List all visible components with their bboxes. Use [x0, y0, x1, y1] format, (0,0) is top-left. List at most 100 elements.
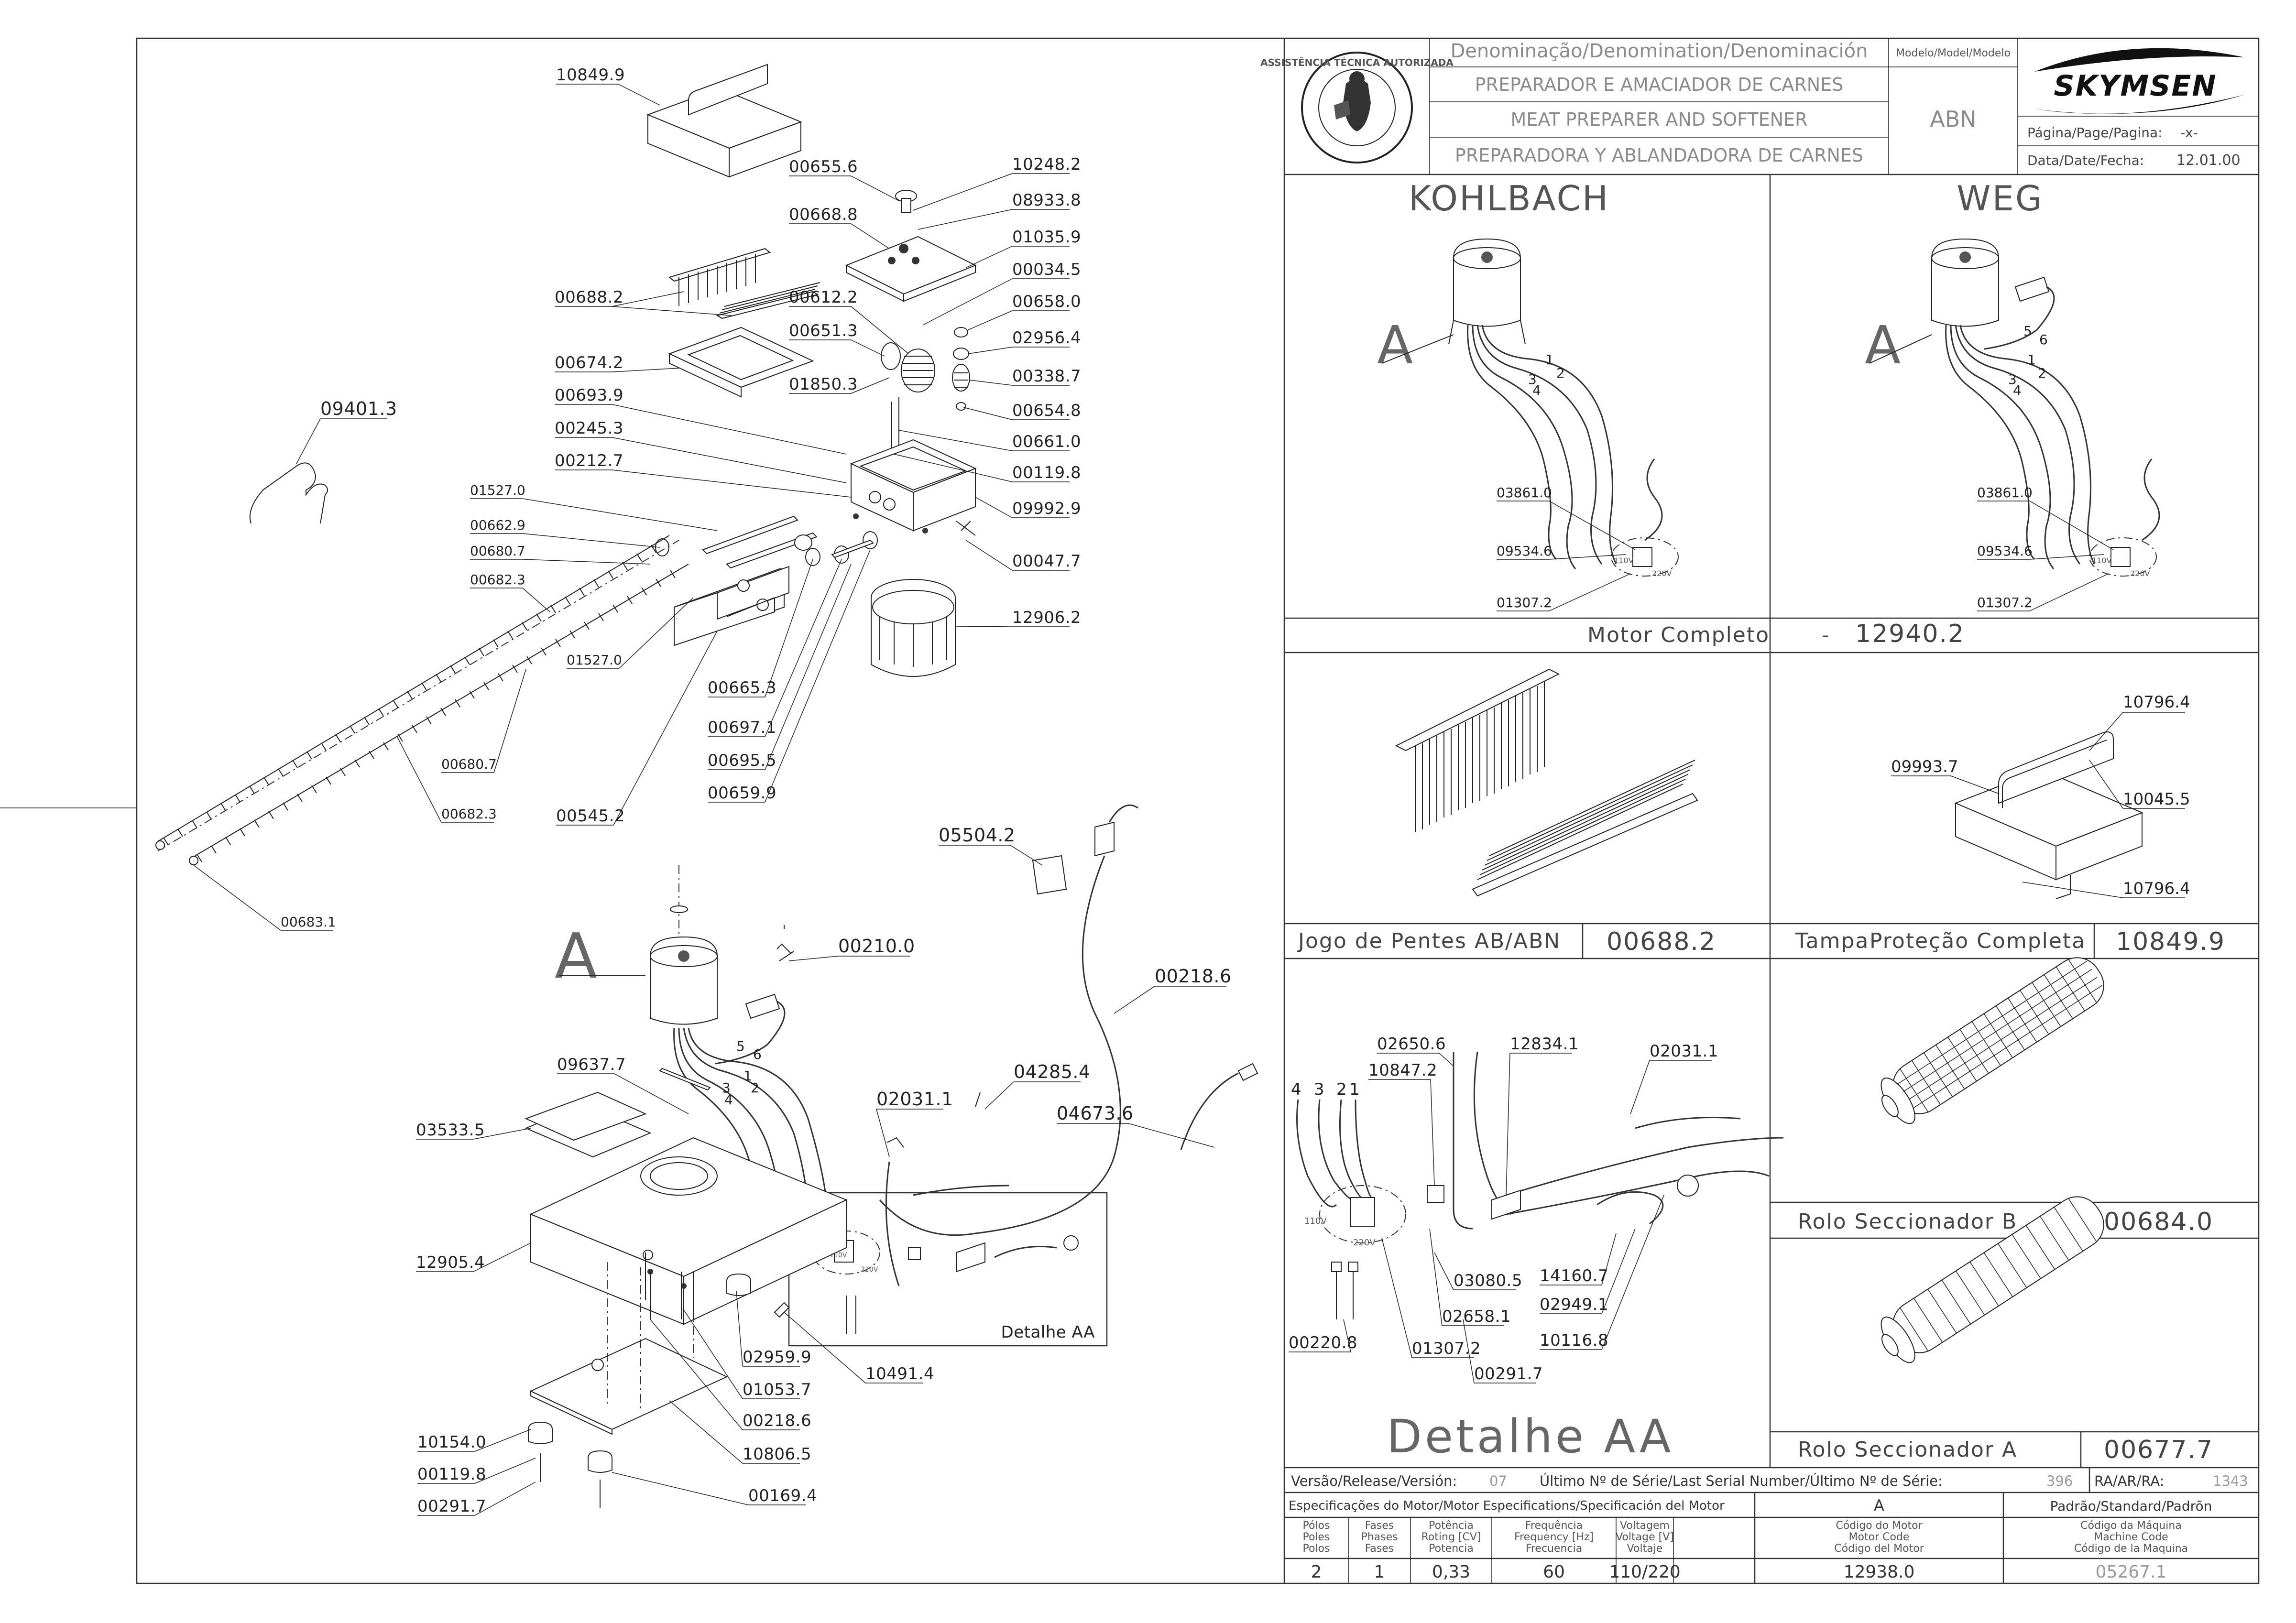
- weg-part-01307: 01307.2: [1977, 595, 2033, 610]
- svg-text:Fases: Fases: [1365, 1520, 1394, 1532]
- svg-text:00688.2: 00688.2: [555, 288, 623, 307]
- kohlbach-wire-3: 3: [1528, 371, 1537, 387]
- svg-text:00695.5: 00695.5: [708, 751, 776, 770]
- svg-text:Frequência: Frequência: [1525, 1520, 1583, 1532]
- callout-09992-9: 09992.9: [975, 497, 1081, 518]
- callout-00210-0: 00210.0: [788, 936, 915, 961]
- callout-00688-2: 00688.2: [555, 288, 732, 316]
- svg-text:2: 2: [1336, 1080, 1347, 1099]
- cover-part-10796-top: 10796.4: [2123, 693, 2190, 712]
- svg-text:3: 3: [1314, 1080, 1324, 1099]
- power-cord: [879, 804, 1258, 1236]
- svg-text:4: 4: [724, 1092, 733, 1108]
- svg-text:00047.7: 00047.7: [1012, 552, 1081, 571]
- motor-panel-weg: WEG A 5 6 1 2 3 4 110V 220V 03861.0 0953…: [1865, 178, 2160, 611]
- ra-label: RA/AR/RA:: [2094, 1473, 2164, 1489]
- svg-text:02959.9: 02959.9: [743, 1348, 811, 1367]
- base-plate: [529, 1253, 728, 1435]
- roller-a-label: Rolo Seccionador A: [1798, 1438, 2017, 1462]
- callout-04285-4: 04285.4: [984, 1061, 1090, 1110]
- authorized-service-seal: ASSISTÊNCIA TÉCNICA AUTORIZADA: [1260, 52, 1454, 163]
- svg-text:00658.0: 00658.0: [1012, 292, 1081, 311]
- cover-label-2: Proteção Completa: [1870, 929, 2086, 953]
- cutter-chain-lower: [189, 564, 689, 865]
- svg-text:00665.3: 00665.3: [708, 678, 776, 697]
- callout-01527-0-mid: 01527.0: [567, 597, 694, 669]
- kohlbach-part-03861: 03861.0: [1497, 485, 1552, 501]
- callout-00659-9: 00659.9: [708, 549, 871, 803]
- svg-text:220V: 220V: [2130, 569, 2150, 578]
- detail-box: Detalhe AA 110V 220V: [788, 1161, 1108, 1347]
- detail-part-02658: 02658.1: [1442, 1307, 1511, 1326]
- callout-00119-8-base: 00119.8: [417, 1458, 536, 1484]
- roller-a-panel: Rolo Seccionador A 00677.7: [1798, 1196, 2212, 1464]
- svg-text:220V: 220V: [1353, 1238, 1376, 1248]
- misc-parts: [525, 925, 981, 1318]
- svg-text:10849.9: 10849.9: [556, 65, 625, 85]
- svg-text:00655.6: 00655.6: [789, 157, 858, 176]
- svg-text:01850.3: 01850.3: [789, 375, 858, 394]
- svg-text:Voltaje: Voltaje: [1627, 1543, 1663, 1555]
- weg-wire-3: 3: [2008, 371, 2017, 387]
- detail-part-01307: 01307.2: [1412, 1339, 1481, 1358]
- sheet-border: [136, 37, 2260, 1584]
- svg-text:110V: 110V: [1304, 1216, 1327, 1226]
- svg-text:00212.7: 00212.7: [555, 451, 623, 470]
- callout-00683-1: 00683.1: [193, 865, 336, 931]
- svg-text:00662.9: 00662.9: [470, 517, 525, 533]
- callout-00651-3: 00651.3: [789, 321, 885, 357]
- kohlbach-label-a: A: [1377, 315, 1416, 376]
- weg-title: WEG: [1957, 178, 2043, 218]
- product-name-en: MEAT PREPARER AND SOFTENER: [1511, 109, 1808, 130]
- callout-00545-2: 00545.2: [556, 631, 718, 826]
- svg-text:02031.1: 02031.1: [876, 1089, 953, 1110]
- callout-00612-2: 00612.2: [789, 288, 909, 354]
- combs-label: Jogo de Pentes AB/ABN: [1297, 929, 1561, 953]
- svg-text:01527.0: 01527.0: [470, 482, 525, 498]
- detail-box-label: Detalhe AA: [1001, 1323, 1095, 1342]
- cover-guard: [646, 64, 802, 178]
- kohlbach-title: KOHLBACH: [1409, 178, 1609, 218]
- callout-00034-5: 00034.5: [922, 260, 1081, 326]
- weg-label-a: A: [1865, 315, 1903, 376]
- callout-03533-5: 03533.5: [416, 1121, 531, 1140]
- callout-04673-6: 04673.6: [1057, 1103, 1215, 1148]
- svg-text:110V: 110V: [1614, 556, 1634, 565]
- svg-text:00612.2: 00612.2: [789, 288, 858, 307]
- spec-header-voltage: Voltagem Voltage [V] Voltaje: [1616, 1520, 1674, 1555]
- callout-00338-7: 00338.7: [969, 367, 1081, 386]
- weg-motor: [1931, 238, 2055, 350]
- roller-b-drawing: [1881, 957, 2104, 1124]
- callout-01527-0-top: 01527.0: [470, 482, 718, 531]
- svg-text:03533.5: 03533.5: [416, 1121, 485, 1140]
- weg-part-09534: 09534.6: [1977, 543, 2033, 559]
- callout-12906-2: 12906.2: [956, 608, 1081, 627]
- wire-hanger: [249, 462, 328, 524]
- svg-text:Polos: Polos: [1303, 1543, 1330, 1555]
- svg-text:Frequency [Hz]: Frequency [Hz]: [1514, 1531, 1594, 1543]
- motor-complete-row: Motor Completo - 12940.2: [1587, 620, 1964, 648]
- callout-09637-7: 09637.7: [557, 1055, 689, 1114]
- version-label: Versão/Release/Versión:: [1291, 1473, 1457, 1489]
- date-value: 12.01.00: [2176, 152, 2241, 169]
- svg-text:Voltagem: Voltagem: [1620, 1520, 1670, 1532]
- brand-name: SKYMSEN: [2054, 69, 2217, 103]
- cover-part-10796-bottom: 10796.4: [2123, 879, 2190, 898]
- callout-10491-4: 10491.4: [784, 1312, 934, 1383]
- denomination-label: Denominação/Denomination/Denominación: [1450, 40, 1868, 62]
- spec-col-standard: Padrão/Standard/Padrõn: [2050, 1498, 2212, 1514]
- svg-text:110V: 110V: [2092, 556, 2112, 565]
- svg-text:00682.3: 00682.3: [441, 806, 497, 822]
- svg-text:01053.7: 01053.7: [743, 1380, 811, 1399]
- svg-text:Código da Máquina: Código da Máquina: [2080, 1520, 2182, 1532]
- cover-panel: 10796.4 10045.5 09993.7 10796.4 Tampa Pr…: [1795, 693, 2224, 956]
- svg-text:4: 4: [1291, 1080, 1301, 1099]
- svg-text:00668.8: 00668.8: [789, 205, 858, 224]
- svg-text:00683.1: 00683.1: [281, 914, 336, 930]
- detail-part-02949: 02949.1: [1540, 1295, 1608, 1314]
- callout-00668-8: 00668.8: [789, 205, 890, 249]
- weg-wire-4: 4: [2013, 382, 2022, 398]
- kohlbach-wire-4: 4: [1532, 382, 1541, 398]
- title-block: ASSISTÊNCIA TÉCNICA AUTORIZADA Denominaç…: [1260, 40, 2245, 169]
- svg-text:00680.7: 00680.7: [470, 543, 525, 559]
